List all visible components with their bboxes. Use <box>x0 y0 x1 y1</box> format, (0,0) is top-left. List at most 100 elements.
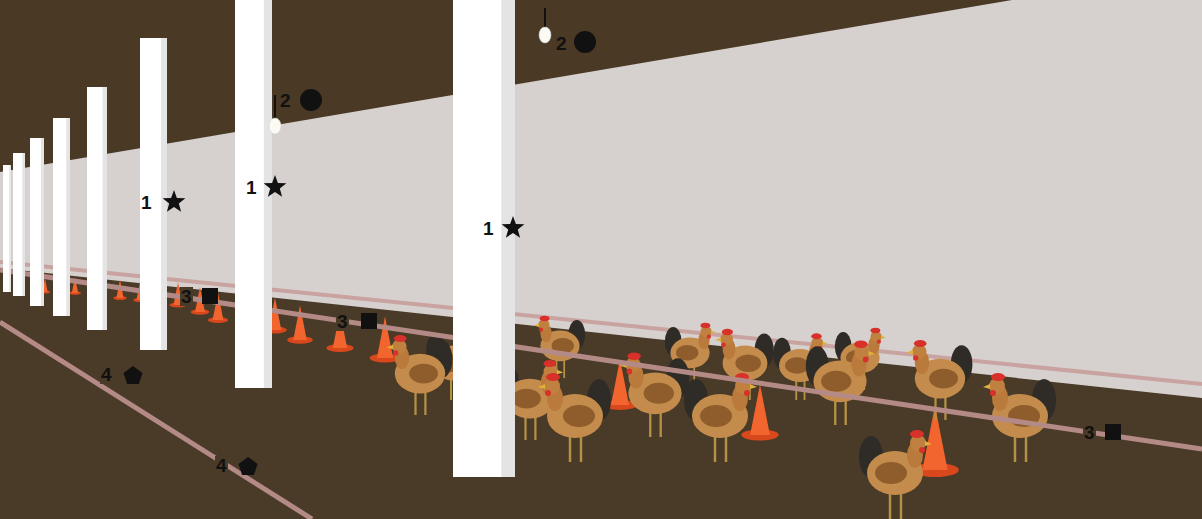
callout-number: 1 <box>482 219 495 238</box>
chicken-wattle <box>627 369 633 375</box>
chicken-comb <box>394 335 407 342</box>
chicken-leg <box>834 400 836 425</box>
chicken <box>715 329 773 400</box>
callout-number: 3 <box>336 312 349 331</box>
callout-number: 1 <box>140 193 153 212</box>
chicken-wattle <box>744 390 750 396</box>
callout-number: 1 <box>245 178 258 197</box>
chicken-leg <box>580 436 583 462</box>
pentagon-symbol <box>239 457 258 475</box>
chicken-leg <box>1014 436 1017 462</box>
chicken-leg <box>424 392 426 415</box>
chicken-wattle <box>877 340 881 344</box>
cone <box>611 359 629 405</box>
cone <box>750 384 770 435</box>
chicken-comb <box>871 328 881 334</box>
chicken <box>806 340 875 425</box>
cone <box>293 306 307 341</box>
chicken-comb <box>910 430 924 438</box>
chicken <box>534 316 585 378</box>
chicken-wattle <box>990 390 996 396</box>
square-symbol <box>1105 424 1121 440</box>
chicken-wattle <box>545 390 551 396</box>
chicken-wing <box>644 383 674 404</box>
feeder-pipe <box>0 270 1202 449</box>
wall-pipe <box>0 262 1202 384</box>
chicken-beak <box>715 338 721 342</box>
chicken-wing <box>409 364 438 384</box>
chicken-wing <box>676 345 698 360</box>
chicken <box>859 430 932 519</box>
pentagon-symbol <box>124 366 143 384</box>
wall <box>0 0 1202 398</box>
chicken-comb <box>811 333 822 339</box>
chicken-wattle <box>539 328 543 332</box>
chicken-comb <box>701 323 711 329</box>
chicken-wattle <box>863 357 869 363</box>
chicken-leg <box>524 417 526 440</box>
chicken-comb <box>546 373 560 381</box>
chicken-beak <box>557 370 563 375</box>
pillar-side <box>22 153 25 296</box>
lamp-cord <box>274 95 276 120</box>
chicken-leg <box>534 417 536 440</box>
chicken-beak <box>711 330 716 334</box>
chicken-leg <box>1025 436 1028 462</box>
chicken-leg <box>414 392 416 415</box>
chicken-comb <box>854 340 867 348</box>
chicken-leg <box>900 493 903 519</box>
chicken-wattle <box>913 355 918 360</box>
pillar <box>13 153 25 296</box>
pillar <box>453 0 515 477</box>
callout-number: 2 <box>555 34 568 53</box>
chicken-beak <box>925 441 932 446</box>
chicken-leg <box>725 436 728 462</box>
chicken-beak <box>881 335 886 339</box>
chicken-leg <box>660 412 662 437</box>
chicken-comb <box>544 360 557 367</box>
chicken-wing <box>821 371 851 392</box>
chicken <box>684 373 757 462</box>
chicken-wing <box>785 357 809 374</box>
chicken-comb <box>991 373 1005 381</box>
pillar <box>53 118 70 316</box>
chicken-wing <box>700 405 732 427</box>
chicken-wing <box>875 462 907 484</box>
cone <box>377 317 393 358</box>
chicken-comb <box>627 352 640 360</box>
pillar-side <box>161 38 167 350</box>
chicken-beak <box>534 323 539 327</box>
chicken-wing <box>563 405 595 427</box>
chicken-beak <box>387 345 393 350</box>
callout-number: 3 <box>180 287 193 306</box>
chicken-wing <box>735 354 761 372</box>
chicken-wing <box>512 389 541 409</box>
chicken-wattle <box>707 335 711 339</box>
chicken-wattle <box>721 342 726 347</box>
callout-number: 4 <box>215 456 228 475</box>
chicken-leg <box>845 400 847 425</box>
pillar-side <box>501 0 515 477</box>
chicken-wattle <box>919 447 925 453</box>
lamp-cord <box>544 8 546 29</box>
chicken-leg <box>450 379 452 400</box>
chicken-leg <box>569 436 572 462</box>
pillar-row <box>3 0 515 477</box>
pillar-side <box>41 138 44 306</box>
pillar <box>87 87 107 330</box>
pillar-side <box>103 87 107 330</box>
star-symbol <box>264 175 287 197</box>
star-symbol <box>502 216 525 238</box>
chicken-comb <box>722 329 733 335</box>
chicken-beak <box>869 351 876 356</box>
pillar <box>140 38 167 350</box>
callout-number: 2 <box>279 91 292 110</box>
chicken-beak <box>538 384 545 389</box>
chicken-beak <box>983 384 990 389</box>
chicken-comb <box>914 340 927 347</box>
chicken-leg <box>714 436 717 462</box>
